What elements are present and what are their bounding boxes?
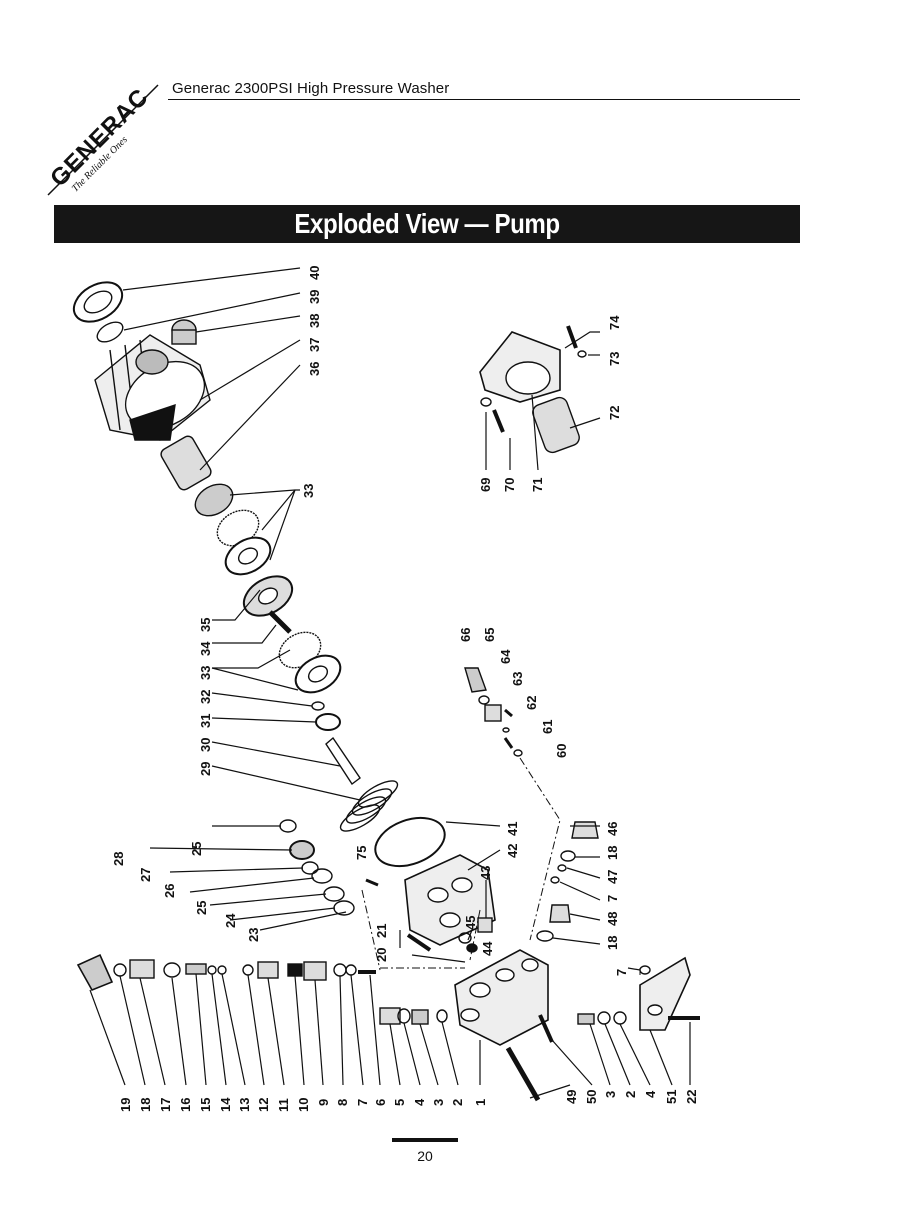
part-label: 37 xyxy=(307,338,322,352)
part-label: 45 xyxy=(463,916,478,930)
part-label: 23 xyxy=(246,928,261,942)
part-label: 36 xyxy=(307,362,322,376)
part-label: 7 xyxy=(355,1099,370,1106)
part-label: 26 xyxy=(162,884,177,898)
part-label: 15 xyxy=(198,1098,213,1112)
part-label: 24 xyxy=(223,913,238,928)
part-label: 18 xyxy=(138,1098,153,1112)
part-label: 8 xyxy=(335,1099,350,1106)
part-label: 10 xyxy=(296,1098,311,1112)
page-number-bar xyxy=(392,1138,458,1142)
part-label: 51 xyxy=(664,1090,679,1104)
header-divider xyxy=(168,99,800,100)
part-label: 3 xyxy=(431,1099,446,1106)
part-label: 50 xyxy=(584,1090,599,1104)
part-label: 30 xyxy=(198,738,213,752)
part-label: 14 xyxy=(218,1097,233,1112)
part-label: 33 xyxy=(301,484,316,498)
exploded-view-diagram: 40 39 38 37 36 33 74 73 72 69 70 71 35 3… xyxy=(0,250,906,1130)
part-label: 13 xyxy=(237,1098,252,1112)
part-label: 34 xyxy=(198,641,213,656)
part-label: 44 xyxy=(480,941,495,956)
generac-logo: GENERAC The Reliable Ones xyxy=(40,70,180,210)
part-label: 42 xyxy=(505,844,520,858)
part-label: 27 xyxy=(138,868,153,882)
part-label: 9 xyxy=(316,1099,331,1106)
pump-exploded-drawing: 40 39 38 37 36 33 74 73 72 69 70 71 35 3… xyxy=(72,266,700,1112)
part-label: 17 xyxy=(158,1098,173,1112)
part-label: 60 xyxy=(554,744,569,758)
part-label: 65 xyxy=(482,628,497,642)
document-title: Generac 2300PSI High Pressure Washer xyxy=(172,80,450,97)
part-label: 11 xyxy=(276,1098,291,1112)
part-label: 62 xyxy=(524,696,539,710)
part-label: 40 xyxy=(307,266,322,280)
part-label: 28 xyxy=(111,852,126,866)
part-label: 19 xyxy=(118,1098,133,1112)
part-label: 41 xyxy=(505,822,520,836)
part-label: 29 xyxy=(198,762,213,776)
part-label: 20 xyxy=(374,948,389,962)
part-label: 25 xyxy=(189,842,204,856)
section-title: Exploded View — Pump xyxy=(294,208,560,239)
part-label: 16 xyxy=(178,1098,193,1112)
part-label: 66 xyxy=(458,628,473,642)
part-label: 3 xyxy=(603,1091,618,1098)
part-label: 69 xyxy=(478,478,493,492)
part-label: 33 xyxy=(198,666,213,680)
part-label: 31 xyxy=(198,714,213,728)
part-label: 12 xyxy=(256,1098,271,1112)
part-label: 38 xyxy=(307,314,322,328)
part-label: 5 xyxy=(392,1099,407,1106)
section-banner: Exploded View — Pump xyxy=(54,205,800,243)
part-label: 18 xyxy=(605,846,620,860)
part-label: 2 xyxy=(450,1099,465,1106)
part-label: 48 xyxy=(605,912,620,926)
part-label: 70 xyxy=(502,478,517,492)
part-label: 6 xyxy=(373,1099,388,1106)
part-label: 21 xyxy=(374,924,389,938)
part-label: 43 xyxy=(478,866,493,880)
part-label: 32 xyxy=(198,690,213,704)
part-label: 1 xyxy=(473,1099,488,1106)
part-label: 75 xyxy=(354,846,369,860)
part-label: 4 xyxy=(412,1098,427,1106)
part-label: 46 xyxy=(605,822,620,836)
part-label: 22 xyxy=(684,1090,699,1104)
part-label: 2 xyxy=(623,1091,638,1098)
part-label: 49 xyxy=(564,1090,579,1104)
logo-brand: GENERAC xyxy=(45,83,154,192)
part-label: 39 xyxy=(307,290,322,304)
part-label: 4 xyxy=(643,1090,658,1098)
part-label: 35 xyxy=(198,618,213,632)
part-label: 71 xyxy=(530,478,545,492)
part-label: 7 xyxy=(614,969,629,976)
part-label: 25 xyxy=(194,901,209,915)
part-label: 64 xyxy=(498,649,513,664)
part-label: 63 xyxy=(510,672,525,686)
page-number: 20 xyxy=(417,1148,433,1164)
part-label: 7 xyxy=(605,895,620,902)
part-label: 73 xyxy=(607,352,622,366)
part-label: 18 xyxy=(605,936,620,950)
part-label: 74 xyxy=(607,315,622,330)
part-label: 47 xyxy=(605,870,620,884)
part-label: 72 xyxy=(607,406,622,420)
part-label: 61 xyxy=(540,720,555,734)
